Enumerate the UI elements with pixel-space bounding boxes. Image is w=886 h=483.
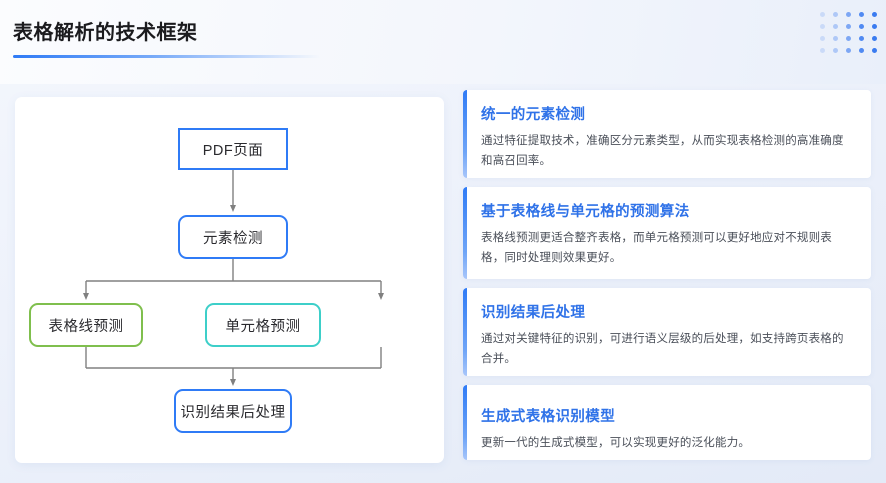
flowchart-panel: PDF页面 元素检测 表格线预测 单元格预测 识别结果后处理 bbox=[15, 97, 444, 463]
title-underline-rule bbox=[13, 55, 320, 58]
feature-card-body: 表格线预测更适合整齐表格，而单元格预测可以更好地应对不规则表格，同时处理则效果更… bbox=[481, 232, 832, 265]
flow-node-postprocess[interactable]: 识别结果后处理 bbox=[174, 389, 292, 433]
feature-card-title: 基于表格线与单元格的预测算法 bbox=[481, 204, 690, 220]
feature-card[interactable]: 生成式表格识别模型 更新一代的生成式模型，可以实现更好的泛化能力。 bbox=[463, 385, 871, 460]
feature-card-title: 识别结果后处理 bbox=[481, 305, 586, 321]
page-header: 表格解析的技术框架 bbox=[0, 0, 886, 84]
page-title: 表格解析的技术框架 bbox=[13, 22, 198, 44]
feature-card-title: 统一的元素检测 bbox=[481, 107, 586, 123]
flowchart-connectors bbox=[83, 170, 384, 386]
feature-card-body: 通过对关键特征的识别，可进行语义层级的后处理，如支持跨页表格的合并。 bbox=[481, 333, 844, 366]
flow-node-line-predict[interactable]: 表格线预测 bbox=[29, 303, 143, 347]
flow-node-pdf[interactable]: PDF页面 bbox=[178, 128, 288, 170]
feature-card[interactable]: 基于表格线与单元格的预测算法 表格线预测更适合整齐表格，而单元格预测可以更好地应… bbox=[463, 187, 871, 279]
feature-card[interactable]: 统一的元素检测 通过特征提取技术，准确区分元素类型，从而实现表格检测的高准确度和… bbox=[463, 90, 871, 178]
feature-card-body: 通过特征提取技术，准确区分元素类型，从而实现表格检测的高准确度和高召回率。 bbox=[481, 135, 844, 168]
flow-node-cell-predict[interactable]: 单元格预测 bbox=[205, 303, 321, 347]
feature-card-list: 统一的元素检测 通过特征提取技术，准确区分元素类型，从而实现表格检测的高准确度和… bbox=[463, 90, 871, 469]
feature-card-body: 更新一代的生成式模型，可以实现更好的泛化能力。 bbox=[481, 437, 751, 449]
feature-card[interactable]: 识别结果后处理 通过对关键特征的识别，可进行语义层级的后处理，如支持跨页表格的合… bbox=[463, 288, 871, 376]
dot-grid-decoration-icon bbox=[820, 12, 886, 60]
flow-node-element-detect[interactable]: 元素检测 bbox=[178, 215, 288, 259]
feature-card-title: 生成式表格识别模型 bbox=[481, 409, 616, 425]
